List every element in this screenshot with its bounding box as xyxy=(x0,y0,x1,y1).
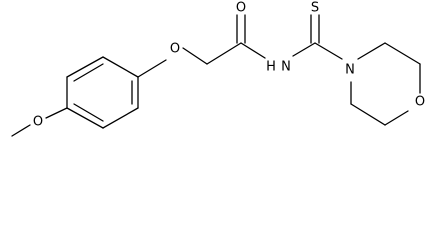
morpholine-bond-1 xyxy=(357,42,386,60)
benzene-inner-double-3 xyxy=(73,103,104,122)
morpholine-bond-2 xyxy=(384,42,421,65)
bond-methyl-to-methoxy-oxygen xyxy=(11,124,31,137)
morpholine-bond-5 xyxy=(350,103,386,126)
amide-n-label: N xyxy=(281,60,291,75)
benzene-inner-double-1 xyxy=(73,63,104,82)
amide-oxygen-label: O xyxy=(236,1,246,16)
benzene-bond-6 xyxy=(66,107,104,129)
bond-ether-oxygen-to-methylene xyxy=(182,47,208,65)
methoxy-oxygen-label: O xyxy=(33,115,43,130)
morpholine-nitrogen-label: N xyxy=(345,63,355,78)
bonds xyxy=(11,14,421,137)
morpholine-bond-4 xyxy=(384,110,409,126)
benzene-bond-3 xyxy=(102,56,139,78)
bond-methoxy-oxygen-to-ring xyxy=(45,107,68,119)
bond-nitrogen-to-thiocarbonyl xyxy=(292,42,316,57)
thione-sulfur-label: S xyxy=(311,1,319,16)
benzene-bond-5 xyxy=(102,107,139,129)
amide-h-label: H xyxy=(266,60,276,75)
bond-carbonyl-to-nitrogen xyxy=(240,42,266,59)
bond-thiocarbonyl-to-morpholine-n xyxy=(314,42,343,60)
bond-ring-to-ether-oxygen xyxy=(137,59,167,78)
ether-oxygen-label: O xyxy=(170,42,180,57)
atom-labels: O O O H N S N O xyxy=(33,1,425,130)
bond-methylene-to-carbonyl xyxy=(206,42,242,65)
chemical-structure-diagram: O O O H N S N O xyxy=(11,1,425,137)
ring-oxygen-label: O xyxy=(415,95,425,110)
benzene-bond-2 xyxy=(66,56,104,78)
